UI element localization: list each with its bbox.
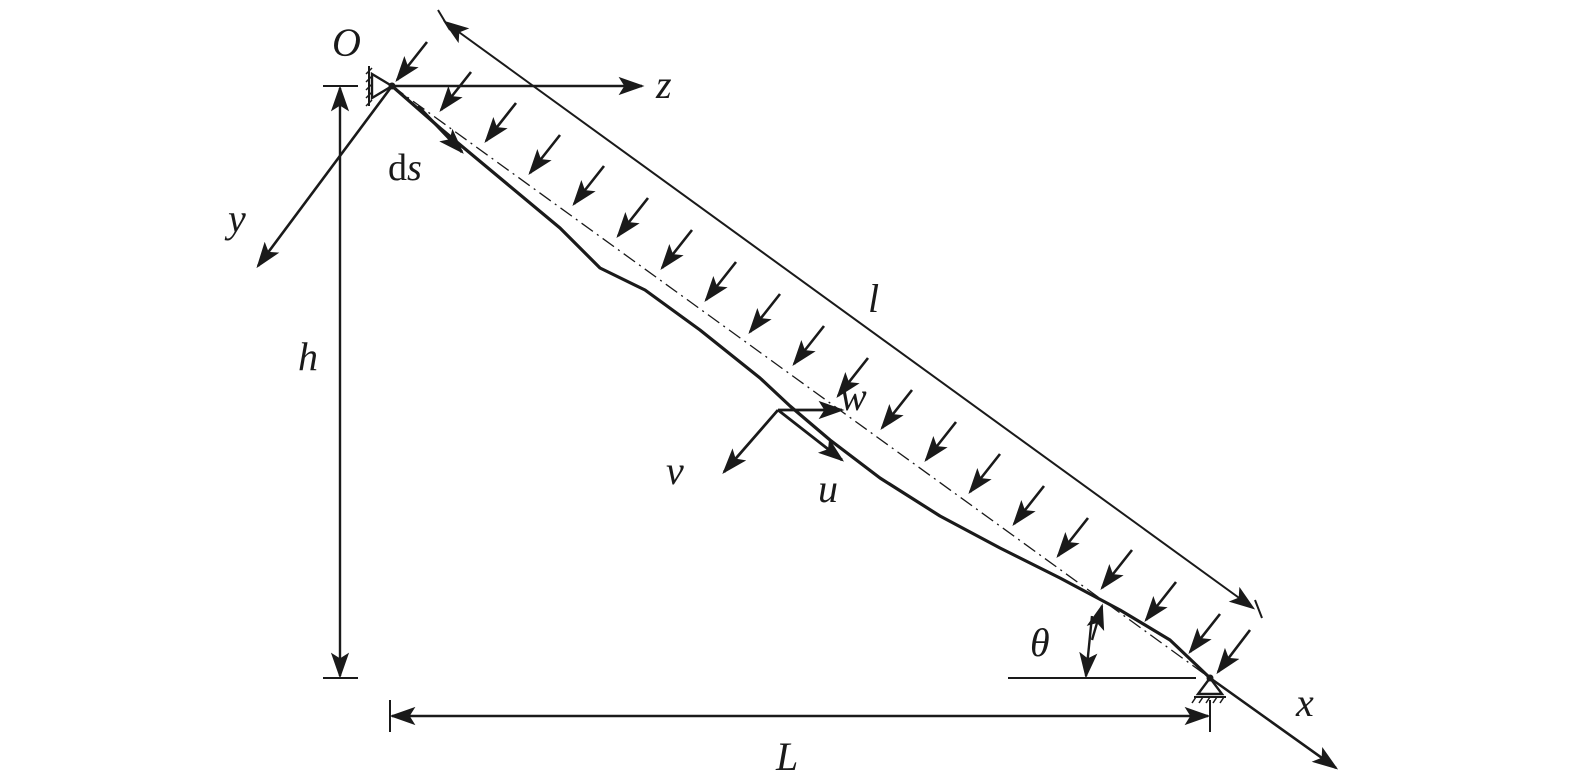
- load-arrow: [968, 453, 1002, 495]
- u-arrow: [777, 408, 845, 462]
- height-dimension: [323, 85, 358, 679]
- angle-label: θ: [1030, 620, 1050, 665]
- height-label: h: [298, 334, 318, 379]
- displacement-vectors: [722, 400, 845, 474]
- angle-indicator: [1008, 603, 1196, 679]
- load-arrow: [616, 197, 650, 239]
- load-arrow: [704, 261, 738, 303]
- load-arrow: [439, 71, 473, 113]
- chord-length-label: l: [868, 276, 879, 321]
- load-arrow: [1216, 629, 1252, 675]
- load-arrow: [1012, 485, 1046, 527]
- ds-prefix: d: [388, 147, 407, 189]
- load-arrow: [572, 165, 606, 207]
- axis-x-arrow: [1209, 676, 1339, 770]
- coordinate-axes: [256, 76, 1339, 770]
- distributed-load-arrows: [395, 41, 1252, 675]
- axis-y-arrow: [256, 85, 394, 269]
- origin-label: O: [332, 20, 361, 65]
- chord-dashed-line: [391, 85, 1211, 679]
- axis-y-label: y: [224, 196, 246, 241]
- load-arrow: [484, 102, 518, 144]
- ds-arrow: [416, 104, 464, 154]
- top-pin-support: [365, 66, 396, 107]
- load-arrow: [748, 293, 782, 335]
- axis-x-label: x: [1295, 680, 1314, 725]
- load-arrow: [1144, 581, 1178, 623]
- disp-u-label: u: [818, 466, 838, 511]
- ds-label: ds: [388, 147, 422, 189]
- v-arrow: [722, 409, 780, 474]
- disp-w-label: w: [840, 374, 867, 419]
- load-arrow: [1100, 549, 1134, 591]
- chord-length-dimension: [437, 9, 1263, 619]
- axis-z-label: z: [655, 62, 672, 107]
- load-arrow: [880, 389, 914, 431]
- load-arrow: [1056, 517, 1090, 559]
- load-arrow: [660, 229, 694, 271]
- load-arrow: [1188, 613, 1222, 655]
- theta-arrow-up: [1086, 603, 1105, 641]
- load-arrow: [395, 41, 429, 83]
- disp-v-label: v: [666, 448, 684, 493]
- span-dimension: [389, 700, 1211, 732]
- load-arrow: [924, 421, 958, 463]
- theta-arrow-down: [1079, 615, 1098, 679]
- span-label: L: [775, 734, 798, 778]
- load-arrow: [792, 325, 826, 367]
- ds-variable: s: [407, 147, 422, 189]
- bottom-pin-support: [1191, 674, 1226, 704]
- load-arrow: [528, 134, 562, 176]
